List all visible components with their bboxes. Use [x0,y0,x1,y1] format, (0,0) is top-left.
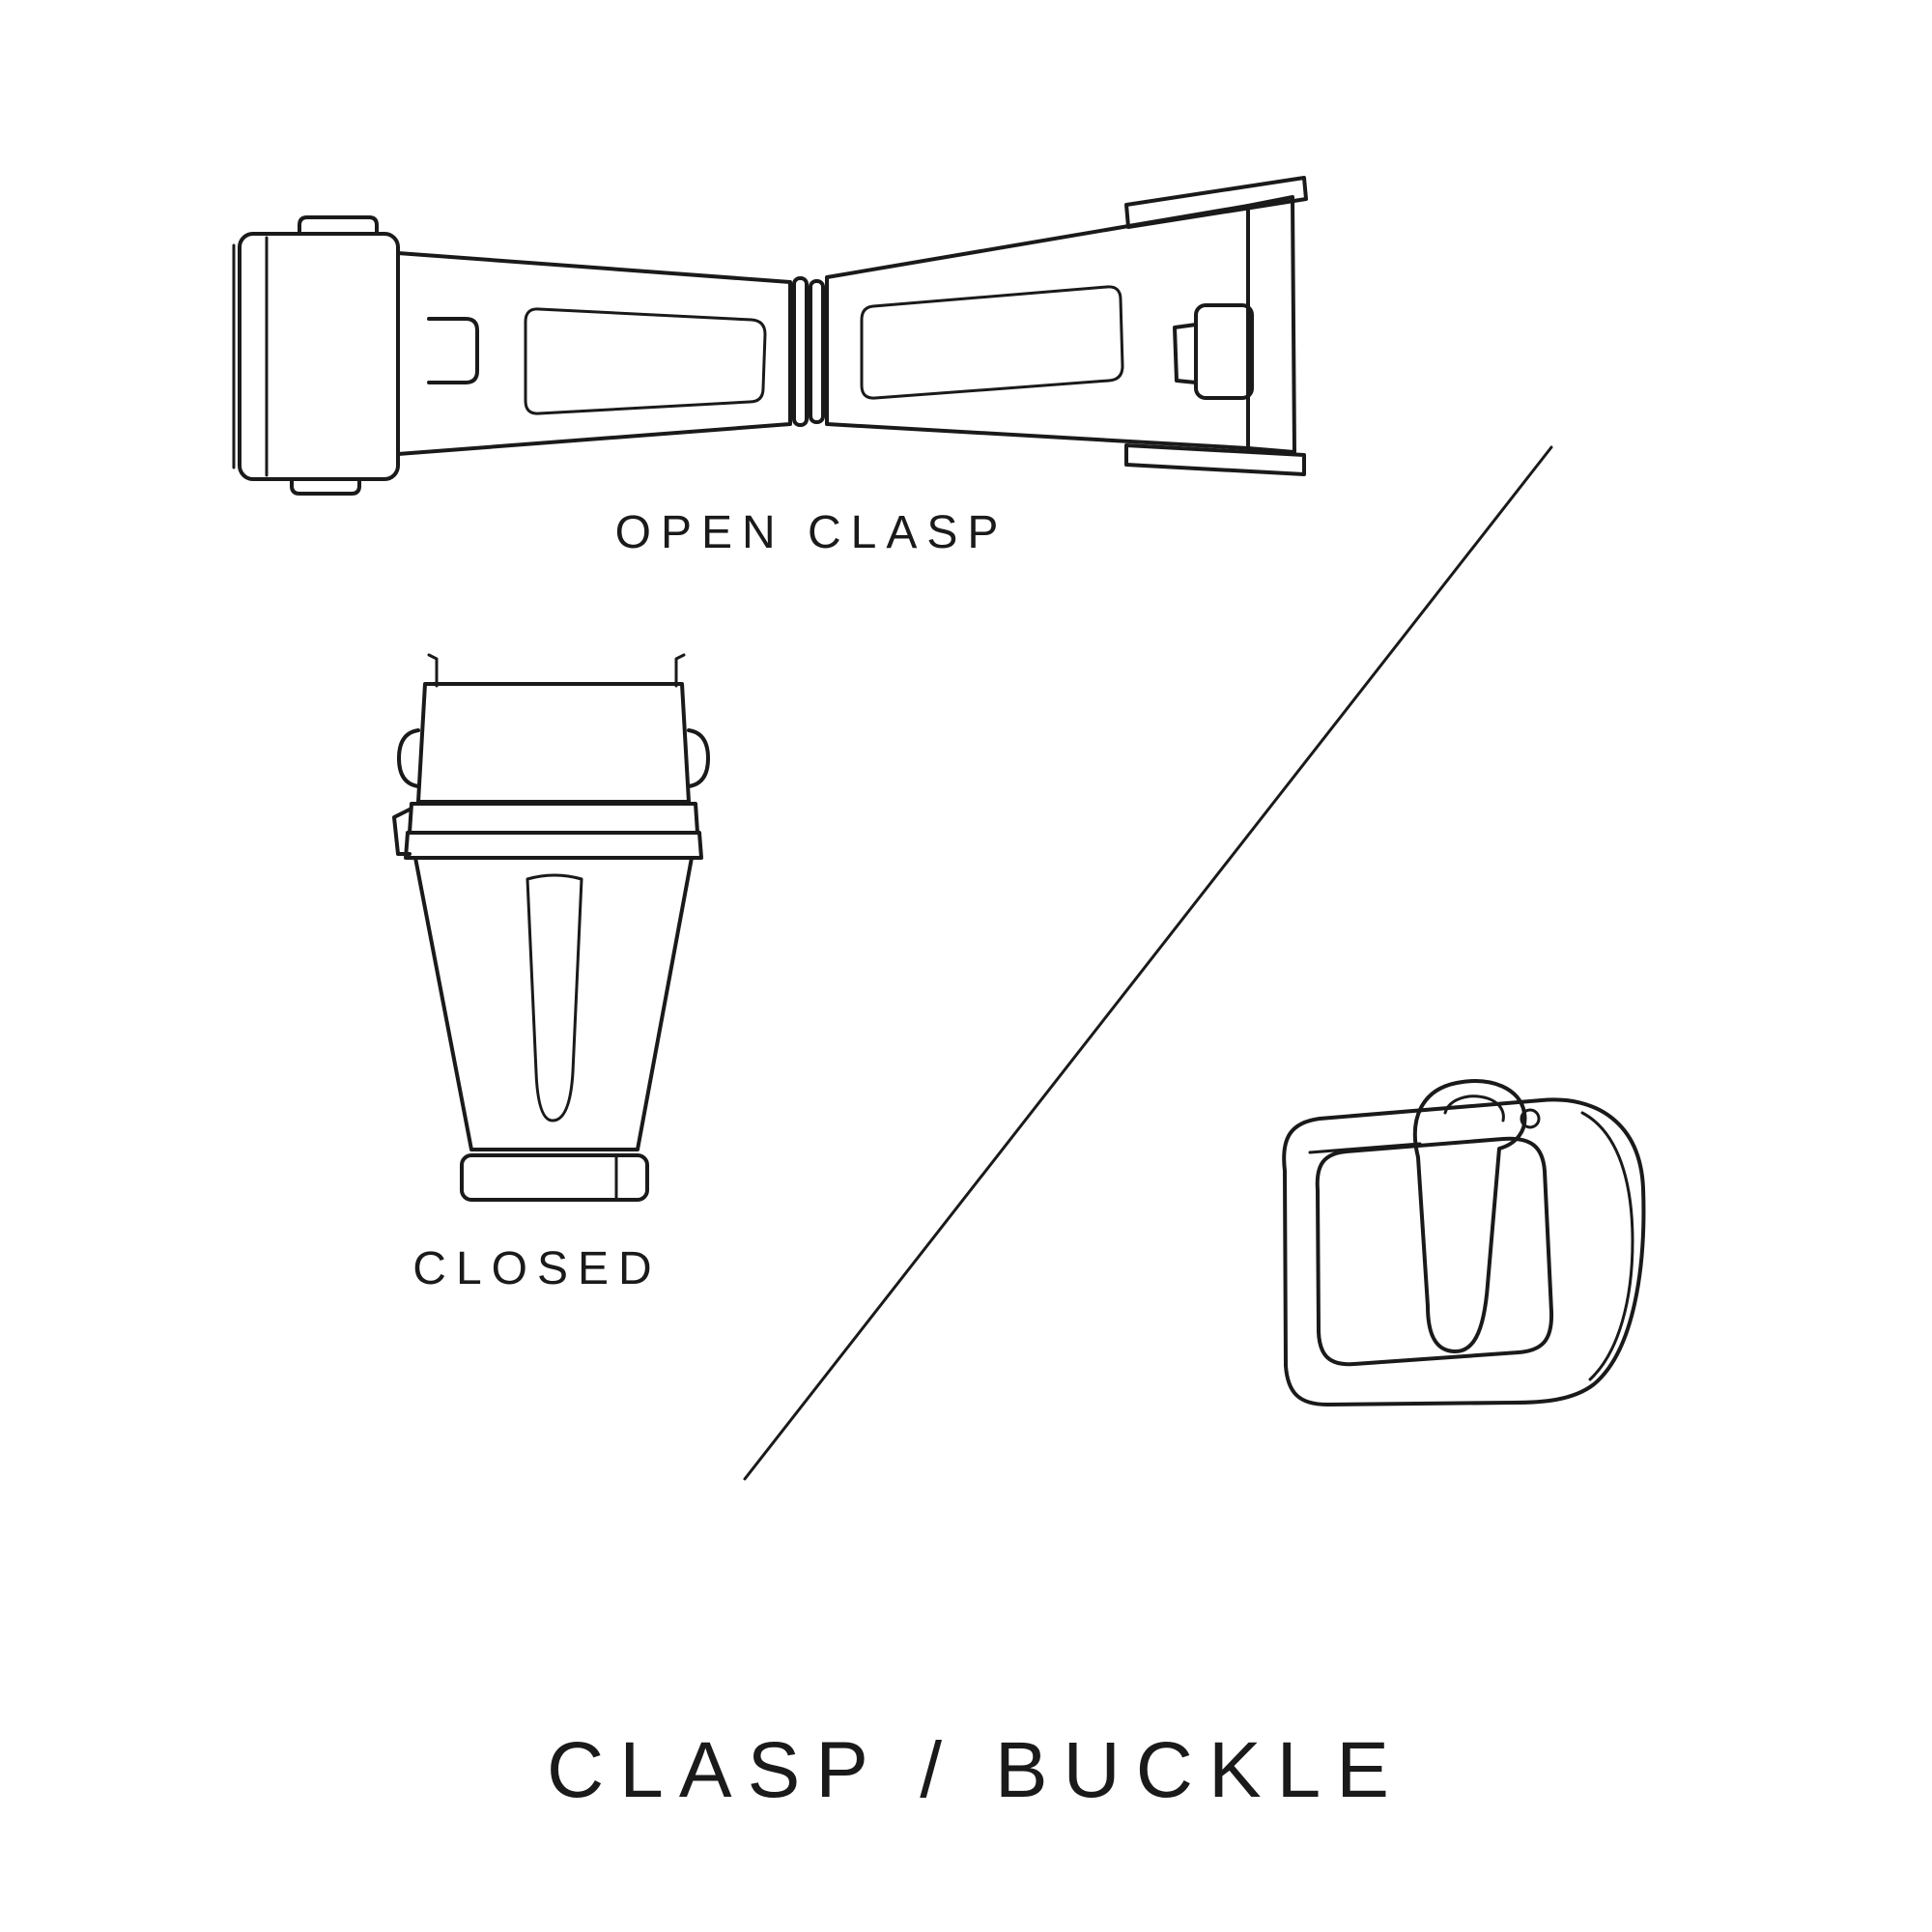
closed-clasp-label: CLOSED [412,1243,662,1294]
open-clasp-keeper [1194,303,1254,400]
open-clasp-top-strip [1124,176,1308,229]
open-clasp-left-blade [396,251,792,456]
open-clasp-left-blade-inner [524,307,767,415]
buckle-pin-ring [1520,1108,1541,1129]
diagram-title: CLASP / BUCKLE [547,1726,1405,1814]
closed-clasp-left-prong [427,653,439,688]
buckle-right-bar-curve [1580,1111,1634,1381]
open-clasp-label: OPEN CLASP [614,507,1009,558]
open-clasp-notch [427,317,479,384]
closed-clasp-band-2 [404,831,703,860]
open-clasp-hinge-bar-1 [792,276,809,427]
closed-clasp-top-box [416,682,691,804]
buckle-illustration [1282,1079,1646,1406]
buckle-tang [1412,1079,1527,1354]
open-clasp-right-blade-inner [860,285,1124,400]
buckle-frame-inner [1315,1136,1554,1367]
closed-clasp-body [413,856,694,1151]
closed-clasp-left-ear [397,728,420,788]
diagonal-divider [743,445,1553,1481]
open-clasp-top-tab [298,215,379,236]
open-clasp-bottom-strip [1124,443,1306,476]
closed-clasp-inner-slot [526,873,583,1122]
closed-clasp-bottom-cap [460,1153,649,1202]
buckle-tang-loop-inner [1443,1094,1505,1122]
open-clasp-end-cap [1246,195,1296,454]
closed-clasp-illustration [392,653,710,1202]
open-clasp-illustration [232,176,1308,496]
open-clasp-end-piece [238,232,400,481]
open-clasp-hook [1173,323,1198,384]
closed-clasp-right-ear [687,728,710,788]
buckle-frame-outer [1282,1097,1646,1406]
closed-clasp-band-1 [408,802,699,835]
closed-clasp-left-flap [392,808,412,856]
buckle-pin [1308,1142,1422,1154]
open-clasp-bottom-tab [290,477,361,496]
open-clasp-hinge-bar-2 [809,279,825,424]
closed-clasp-right-prong [674,653,686,688]
